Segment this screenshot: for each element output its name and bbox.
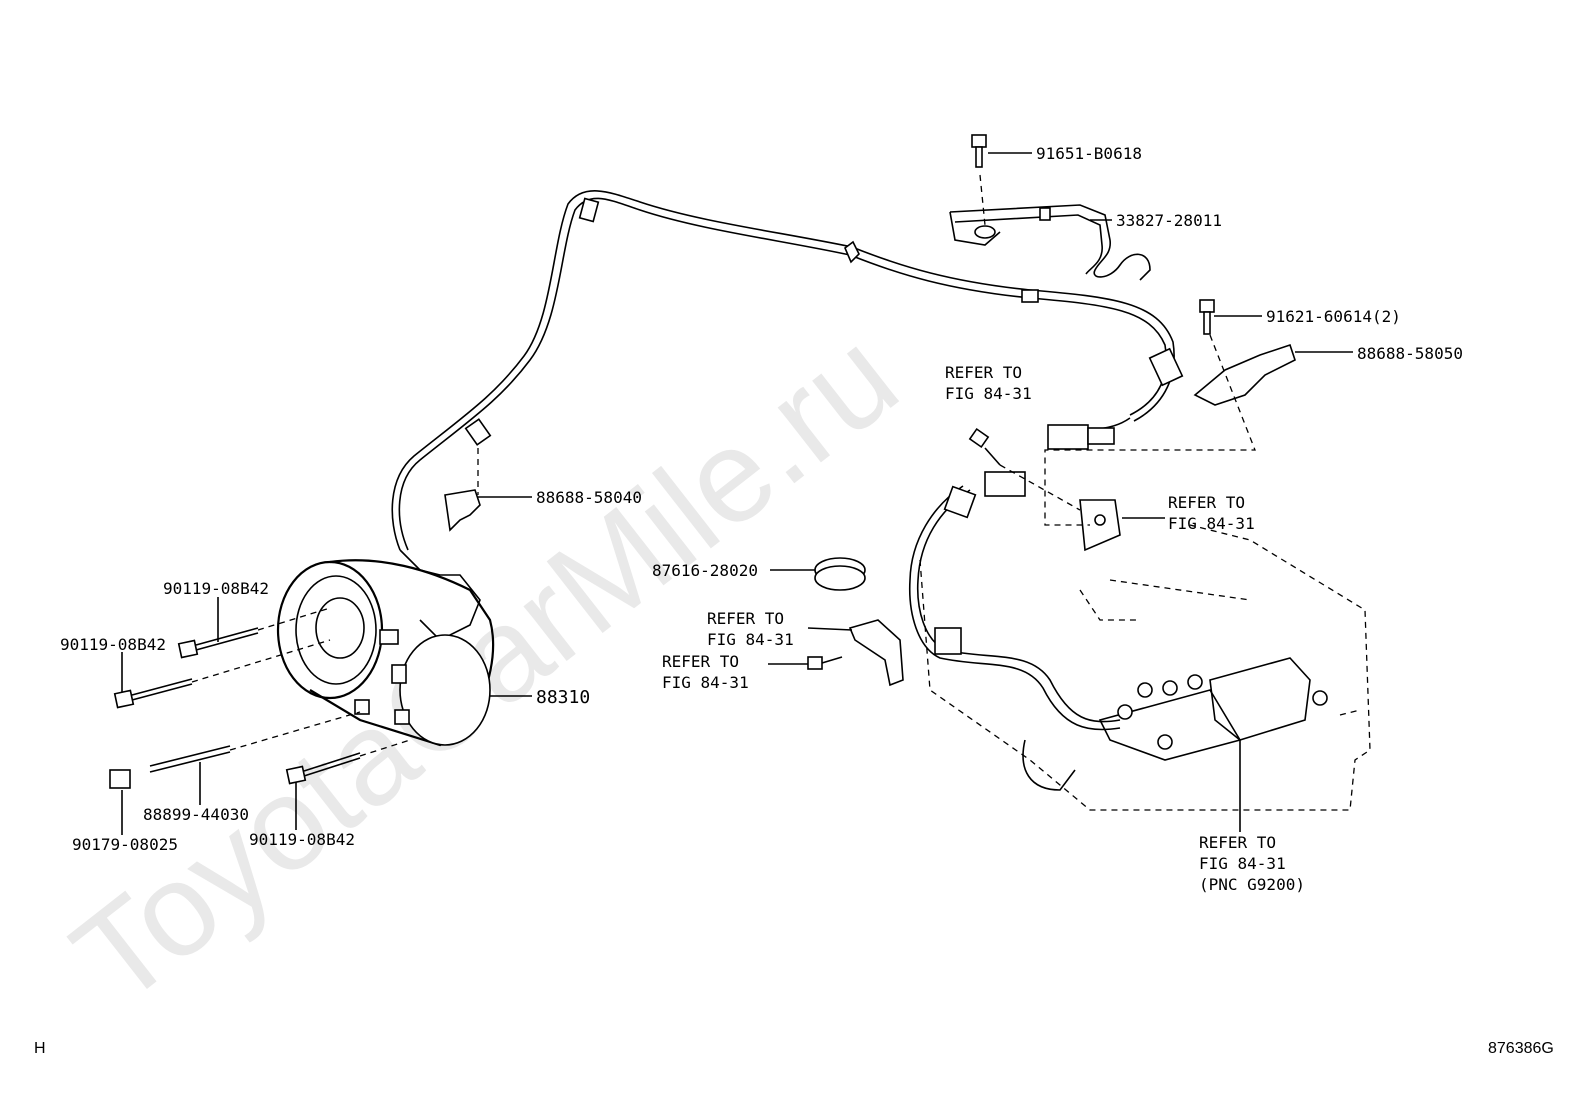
label-clamp-mid: 88688-58040: [536, 488, 642, 507]
label-nut: 90179-08025: [72, 835, 178, 854]
leader-dash: [257, 607, 331, 631]
leader-dash: [979, 174, 986, 226]
label-stud: 88899-44030: [143, 805, 249, 824]
lower-harness: [908, 471, 1121, 731]
leader-lines: [121, 152, 1353, 835]
label-compressor-bolt-2: 90119-08B42: [60, 635, 166, 654]
label-refer-4-line1: REFER TO: [662, 652, 739, 671]
label-ring: 87616-28020: [652, 561, 758, 580]
leader-dash: [359, 739, 411, 757]
mid-clamp-part: [444, 489, 481, 532]
label-bracket-top: 33827-28011: [1116, 211, 1222, 230]
mid-bolt-part: [807, 656, 843, 670]
wire-harness: [391, 190, 1184, 551]
leader-dash: [999, 464, 1081, 511]
ring-part: [814, 557, 866, 591]
leader-dash: [1044, 334, 1256, 526]
label-bolt-top: 91651-B0618: [1036, 144, 1142, 163]
label-clamp-right: 88688-58050: [1357, 344, 1463, 363]
nut-part: [109, 769, 131, 789]
label-refer-2-line1: REFER TO: [1168, 493, 1245, 512]
compressor-bolt-2-part: [113, 678, 193, 709]
leader-dash: [191, 639, 331, 683]
top-bracket-part: [949, 204, 1151, 281]
label-bolt-right: 91621-60614(2): [1266, 307, 1401, 326]
bolt-top-part: [971, 134, 987, 168]
mid-bracket-part: [848, 619, 904, 687]
label-refer-3-line1: REFER TO: [707, 609, 784, 628]
label-refer-5-line1: REFER TO: [1199, 833, 1276, 852]
stud-part: [149, 745, 231, 773]
label-refer-3-line2: FIG 84-31: [707, 630, 794, 649]
engine-block: [919, 524, 1371, 811]
figure-id: 876386G: [1488, 1040, 1554, 1057]
right-bracket-part: [1193, 299, 1296, 406]
small-bracket-part: [1079, 499, 1121, 552]
label-refer-4-line2: FIG 84-31: [662, 673, 749, 692]
leader-dash: [229, 711, 361, 751]
control-unit: [1098, 657, 1328, 761]
label-refer-1-line1: REFER TO: [945, 363, 1022, 382]
compressor-bolt-1-part: [177, 627, 259, 659]
compressor-part: [276, 549, 495, 747]
label-compressor-bolt-3: 90119-08B42: [249, 830, 355, 849]
label-compressor-bolt-1: 90119-08B42: [163, 579, 269, 598]
small-bolt-part: [968, 427, 1001, 466]
corner-mark: H: [34, 1040, 46, 1057]
label-compressor: 88310: [536, 687, 590, 708]
label-refer-1-line2: FIG 84-31: [945, 384, 1032, 403]
label-refer-5-line3: (PNC G9200): [1199, 875, 1305, 894]
compressor-bolt-3-part: [285, 752, 361, 785]
label-refer-2-line2: FIG 84-31: [1168, 514, 1255, 533]
label-refer-5-line2: FIG 84-31: [1199, 854, 1286, 873]
